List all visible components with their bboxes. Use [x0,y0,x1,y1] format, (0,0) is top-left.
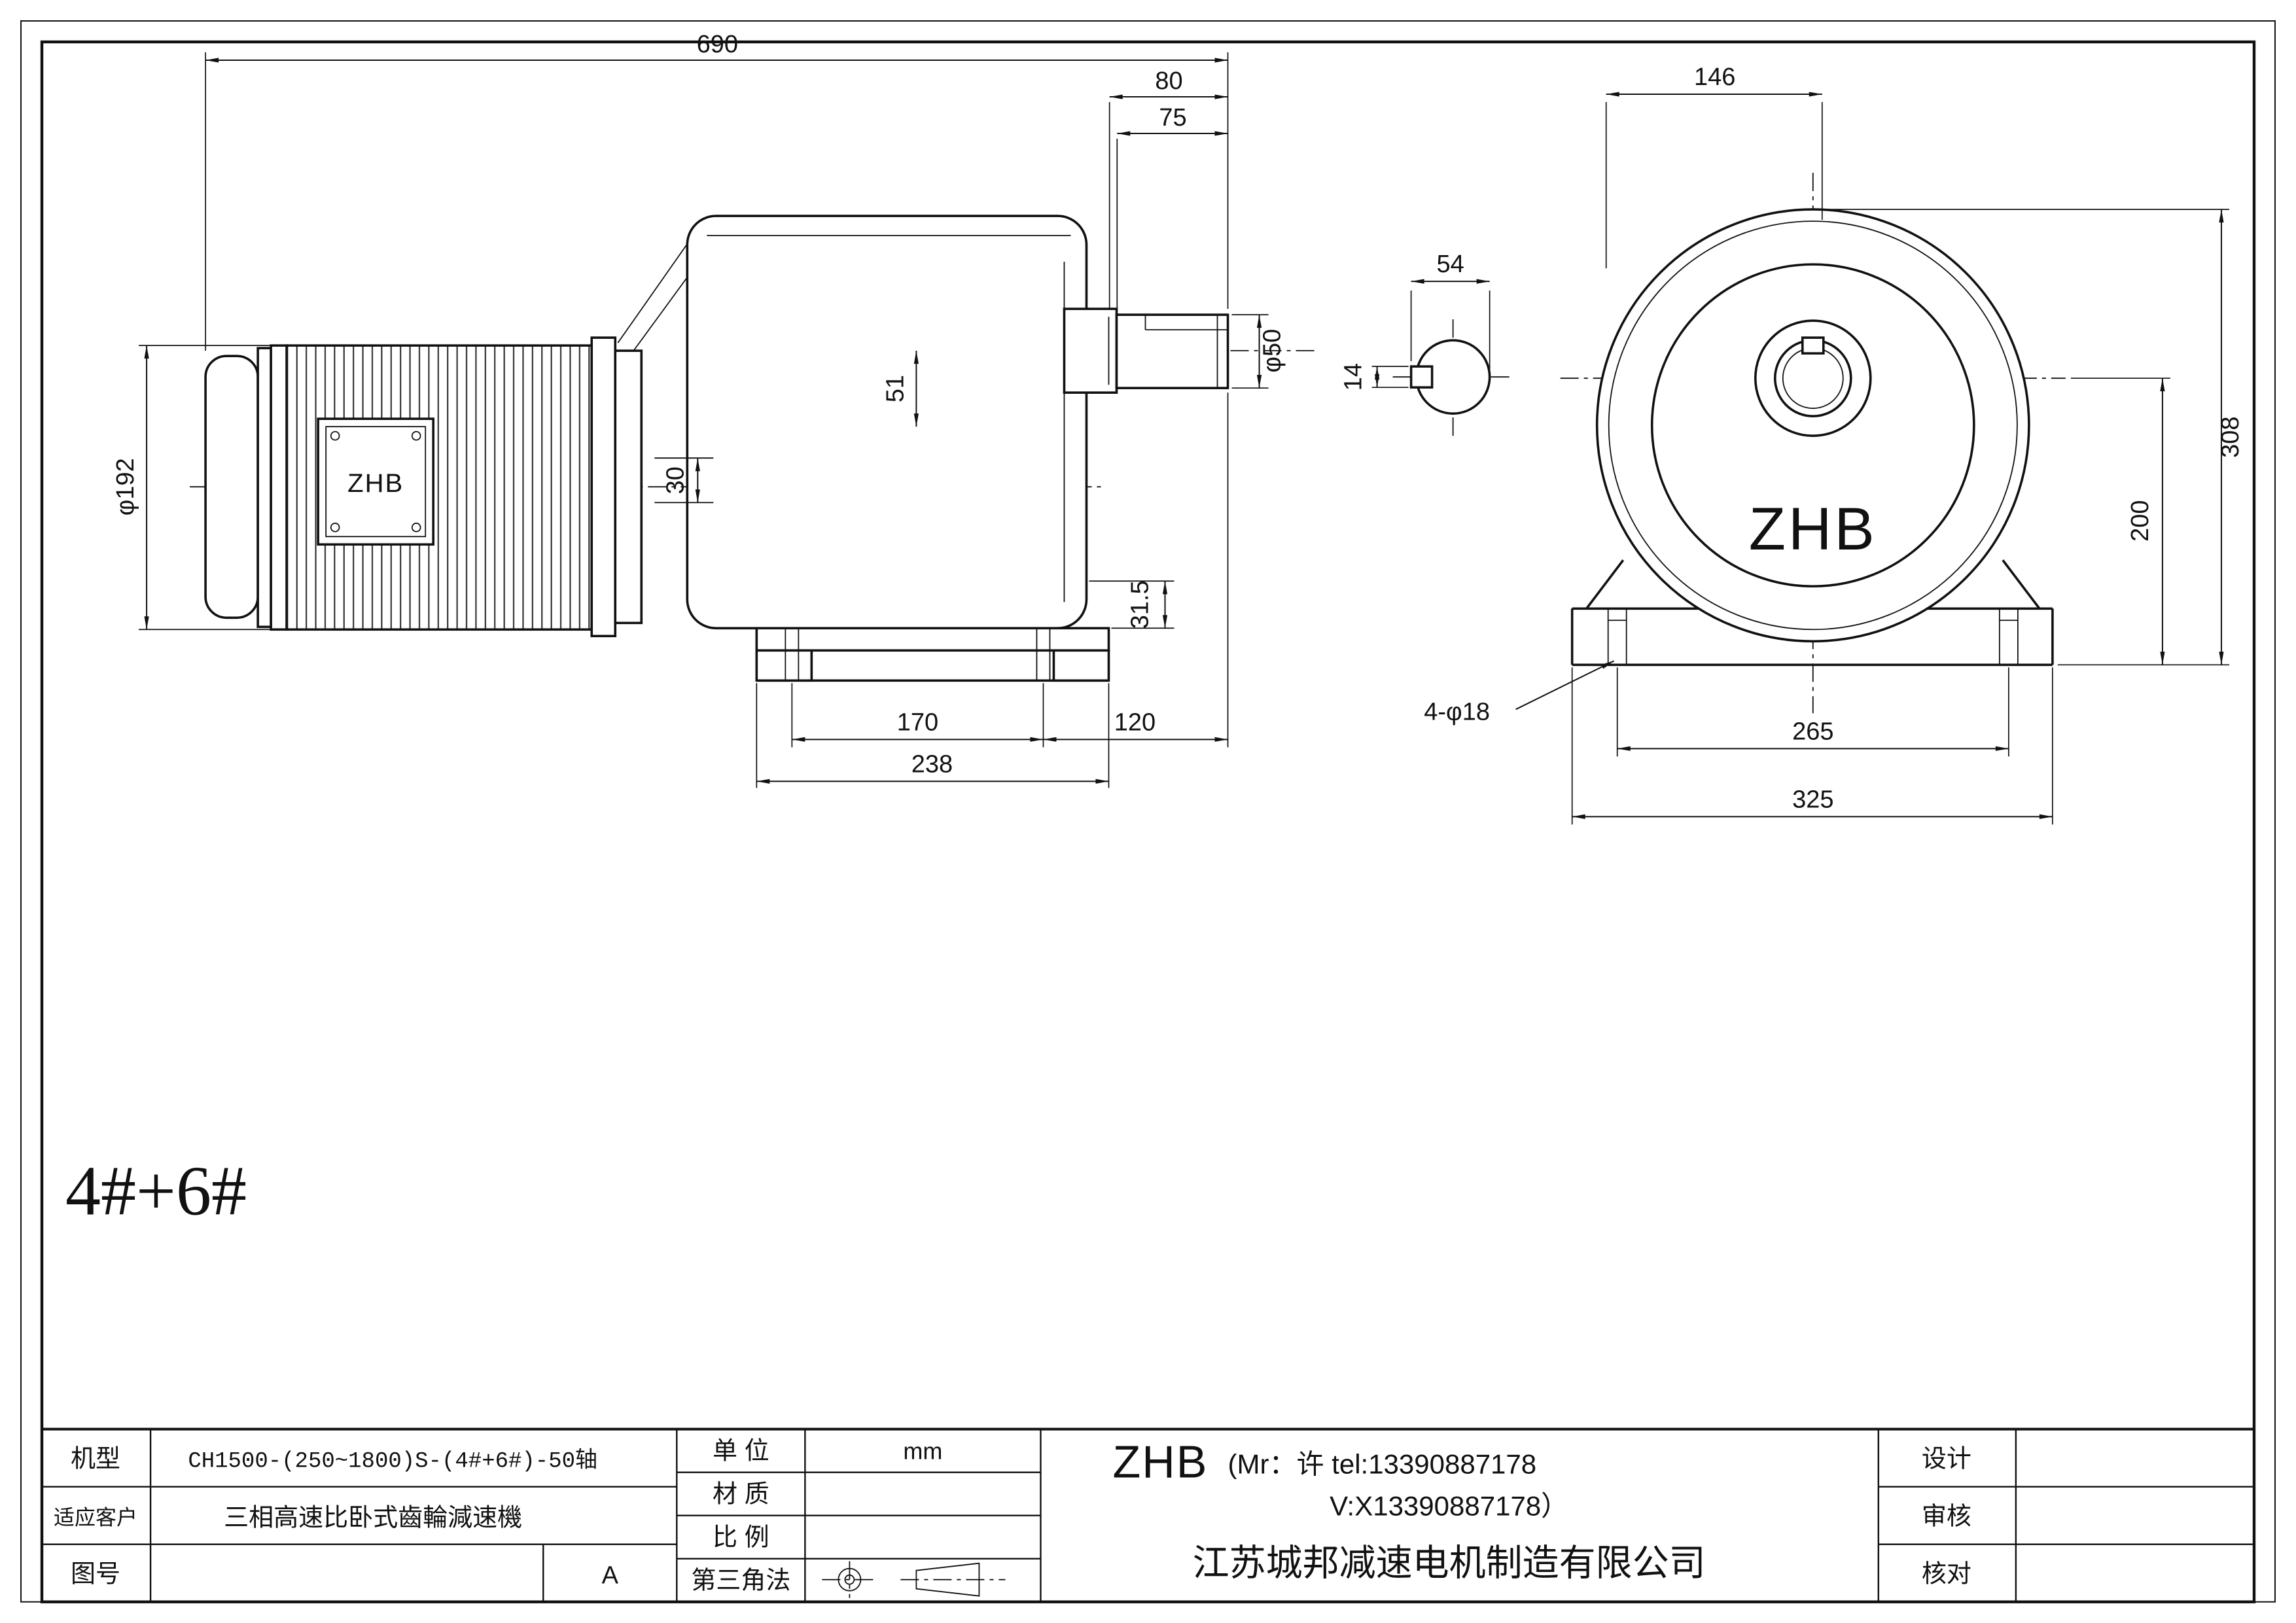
front-view-dimensions: 146 308 200 265 [1424,63,2244,825]
svg-text:75: 75 [1159,104,1186,131]
output-shaft-boss [1754,319,1872,437]
adapter-flange [590,228,709,638]
dim-bolt-spacing: 170 [791,683,1044,748]
dim-bolt-spacing-front: 265 [1616,667,2009,757]
dim-shaft-diameter: φ50 [1231,314,1286,389]
side-view: ZHB [112,31,1316,788]
contact-text: (Mr：许 tel:13390887178 [1228,1449,1537,1480]
svg-text:120: 120 [1114,708,1156,736]
model-value: CH1500-(250~1800)S-(4#+6#)-50轴 [188,1448,597,1475]
svg-text:φ50: φ50 [1259,329,1286,373]
model-label: 机型 [71,1446,120,1473]
customer-value: 三相高速比卧式齒輪減速機 [224,1505,522,1532]
dim-key-width: 14 [1340,363,1409,391]
svg-text:238: 238 [911,750,953,778]
dim-center-offset: 51 [881,351,919,427]
svg-text:325: 325 [1792,786,1833,813]
front-view: ZHB 146 308 200 [1424,63,2244,825]
svg-text:31.5: 31.5 [1126,580,1154,629]
callout-mount-holes: 4-φ18 [1424,660,1615,725]
svg-text:170: 170 [897,708,938,736]
svg-text:146: 146 [1694,63,1735,91]
design-label: 设计 [1922,1446,1971,1473]
sheet-annotation: 4#+6# [65,1153,247,1230]
third-angle-projection-icon [822,1561,1006,1598]
revision-value: A [602,1562,619,1590]
dim-base-width: 325 [1571,667,2053,825]
contact-text-2: V:X13390887178） [1330,1491,1568,1522]
svg-text:4-φ18: 4-φ18 [1424,698,1490,725]
drawing-frame [40,40,2256,1603]
drawing-no-label: 图号 [71,1561,120,1588]
svg-text:51: 51 [881,375,909,402]
customer-label: 适应客户 [54,1506,137,1529]
title-block: 机型 CH1500-(250~1800)S-(4#+6#)-50轴 适应客户 三… [42,1427,2254,1602]
company-name: 江苏城邦减速电机制造有限公司 [1193,1543,1706,1584]
gearbox-housing [654,215,1088,630]
bore-keyway [1801,336,1825,355]
dim-foot-height: 31.5 [1089,580,1174,629]
gearbox-base [755,627,1110,682]
dim-overall-height: 308 [1819,209,2244,666]
unit-value: mm [903,1438,942,1465]
dim-top-width: 146 [1605,63,1823,269]
front-logo: ZHB [1749,495,1877,563]
review-label: 审核 [1922,1503,1971,1531]
key [1409,365,1434,389]
svg-text:200: 200 [2127,500,2154,542]
dim-input-offset: 30 [662,458,700,503]
svg-text:30: 30 [662,466,689,494]
mounting-base [1570,559,2054,667]
dim-shaft-ext-outer: 80 [1108,67,1228,309]
check-label: 核对 [1922,1561,1971,1588]
unit-label: 单 位 [713,1438,769,1465]
dim-motor-diameter: φ192 [112,345,279,631]
svg-text:690: 690 [697,31,738,58]
motor: ZHB [204,344,593,631]
brand-text: ZHB [1112,1437,1208,1488]
dim-section-width: 54 [1410,251,1491,372]
dim-shaft-height: 200 [2070,377,2170,665]
svg-text:54: 54 [1436,251,1464,278]
svg-text:308: 308 [2217,416,2244,457]
projection-label: 第三角法 [691,1567,790,1595]
motor-logo: ZHB [347,469,404,498]
dim-shaft-length: 75 [1116,104,1228,312]
svg-text:φ192: φ192 [112,458,139,515]
output-shaft [1063,307,1229,394]
dim-base-to-shaft: 120 [1043,393,1229,748]
material-label: 材 质 [713,1481,769,1509]
svg-text:265: 265 [1792,718,1833,745]
dim-base-length: 238 [756,683,1110,788]
shaft-key-detail: 54 14 [1340,251,1513,438]
scale-label: 比 例 [713,1524,769,1552]
dim-overall-length: 690 [205,31,1229,351]
svg-text:14: 14 [1340,363,1368,391]
side-view-dimensions: 690 80 75 φ192 51 [112,31,1286,788]
svg-text:80: 80 [1155,67,1182,95]
